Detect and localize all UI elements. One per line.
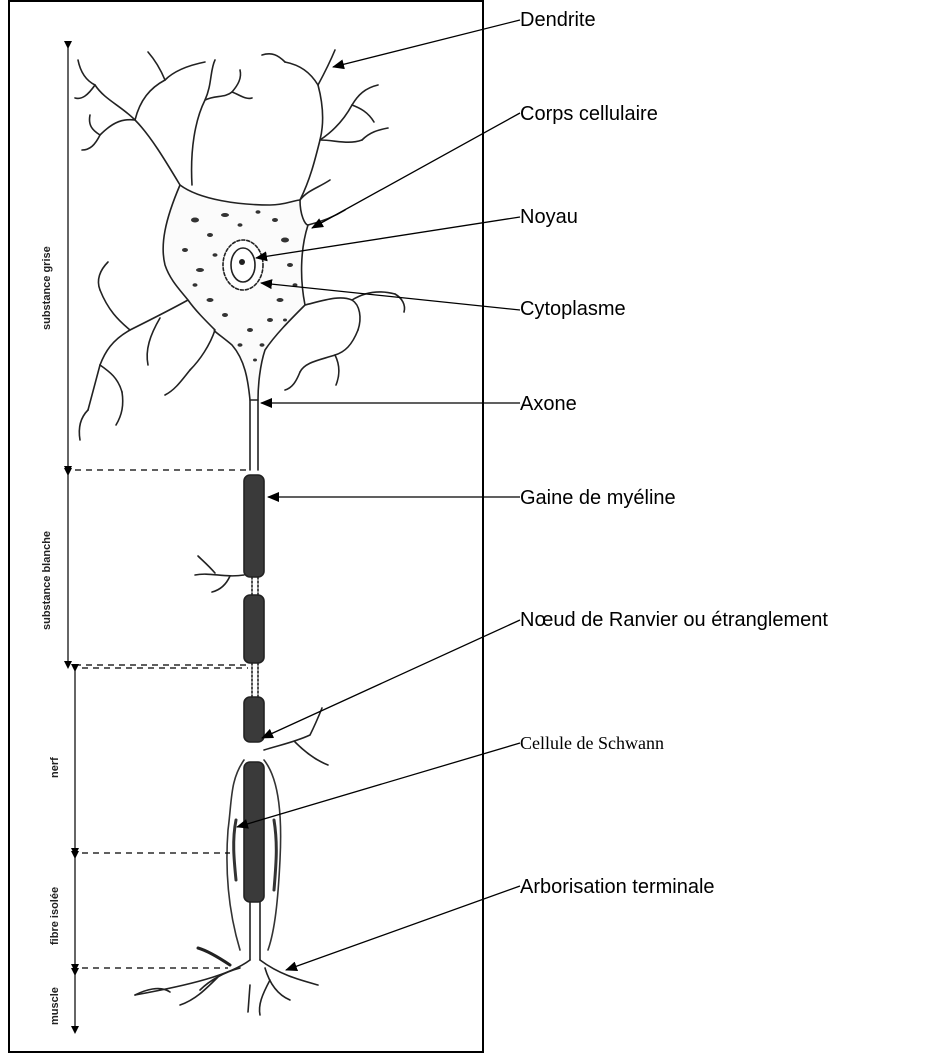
label-dendrite: Dendrite [520, 9, 596, 31]
region-nerf: nerf [49, 757, 61, 778]
label-gaine-myeline: Gaine de myéline [520, 487, 676, 509]
region-fibre-isolee: fibre isolée [49, 887, 61, 945]
region-labels: substance grise substance blanche nerf f… [41, 246, 61, 1025]
axon [250, 400, 258, 470]
terminal-arborization [135, 902, 318, 1015]
region-muscle: muscle [49, 987, 61, 1025]
region-substance-blanche: substance blanche [41, 531, 53, 630]
side-scale [68, 45, 248, 1030]
leader-arborisation [286, 886, 520, 970]
myelin-sheath [244, 475, 264, 902]
label-arborisation-terminale: Arborisation terminale [520, 876, 715, 898]
label-noeud-ranvier: Nœud de Ranvier ou étranglement [520, 609, 828, 631]
label-cytoplasme: Cytoplasme [520, 298, 626, 320]
leader-dendrite [333, 20, 520, 67]
leader-noeud [262, 620, 520, 738]
label-axone: Axone [520, 393, 577, 415]
label-cellule-schwann: Cellule de Schwann [520, 732, 664, 754]
label-noyau: Noyau [520, 206, 578, 228]
label-corps-cellulaire: Corps cellulaire [520, 103, 658, 125]
region-substance-grise: substance grise [41, 246, 53, 330]
leader-lines [237, 20, 520, 970]
cell-body [163, 185, 308, 400]
neuron [75, 50, 405, 1015]
leader-schwann [237, 743, 520, 827]
leader-corps [312, 113, 520, 228]
